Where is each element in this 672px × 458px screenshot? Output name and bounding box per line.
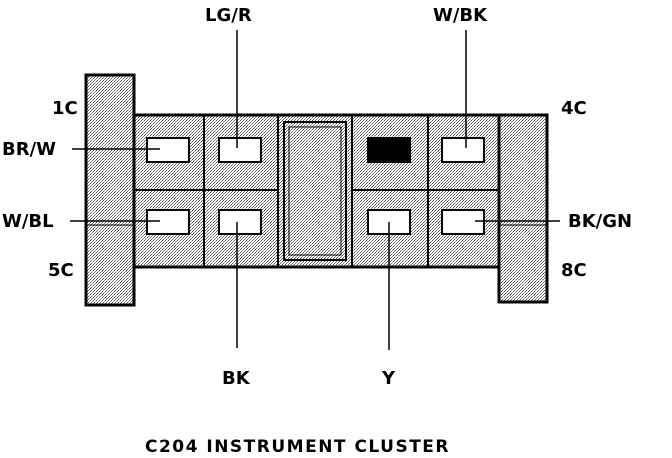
cavity-2c [218,137,262,163]
pin-label-1c: 1C [52,98,78,119]
cavity-5c [146,209,190,235]
diagram-caption: C204 INSTRUMENT CLUSTER [145,437,450,457]
wire-label-bk: BK [222,368,251,389]
cavity-8c [441,209,485,235]
cavity-3c-blocked [367,137,411,163]
leader-lines [70,30,560,350]
cavity-1c [146,137,190,163]
center-key [283,121,347,261]
wire-label-lg-r: LG/R [205,5,252,26]
pin-label-4c: 4C [561,98,587,119]
wire-label-y: Y [381,368,396,389]
pin-label-8c: 8C [561,260,587,281]
cavity-4c [441,137,485,163]
wire-label-w-bk: W/BK [433,5,488,26]
wire-label-bk-gn: BK/GN [568,211,632,232]
cavity-6c [218,209,262,235]
pin-label-5c: 5C [48,260,74,281]
wire-label-br-w: BR/W [2,139,56,160]
cavity-grid [134,115,499,267]
right-lock-tab [497,113,549,304]
wire-label-w-bl: W/BL [2,211,54,232]
left-lock-tab [84,73,136,307]
